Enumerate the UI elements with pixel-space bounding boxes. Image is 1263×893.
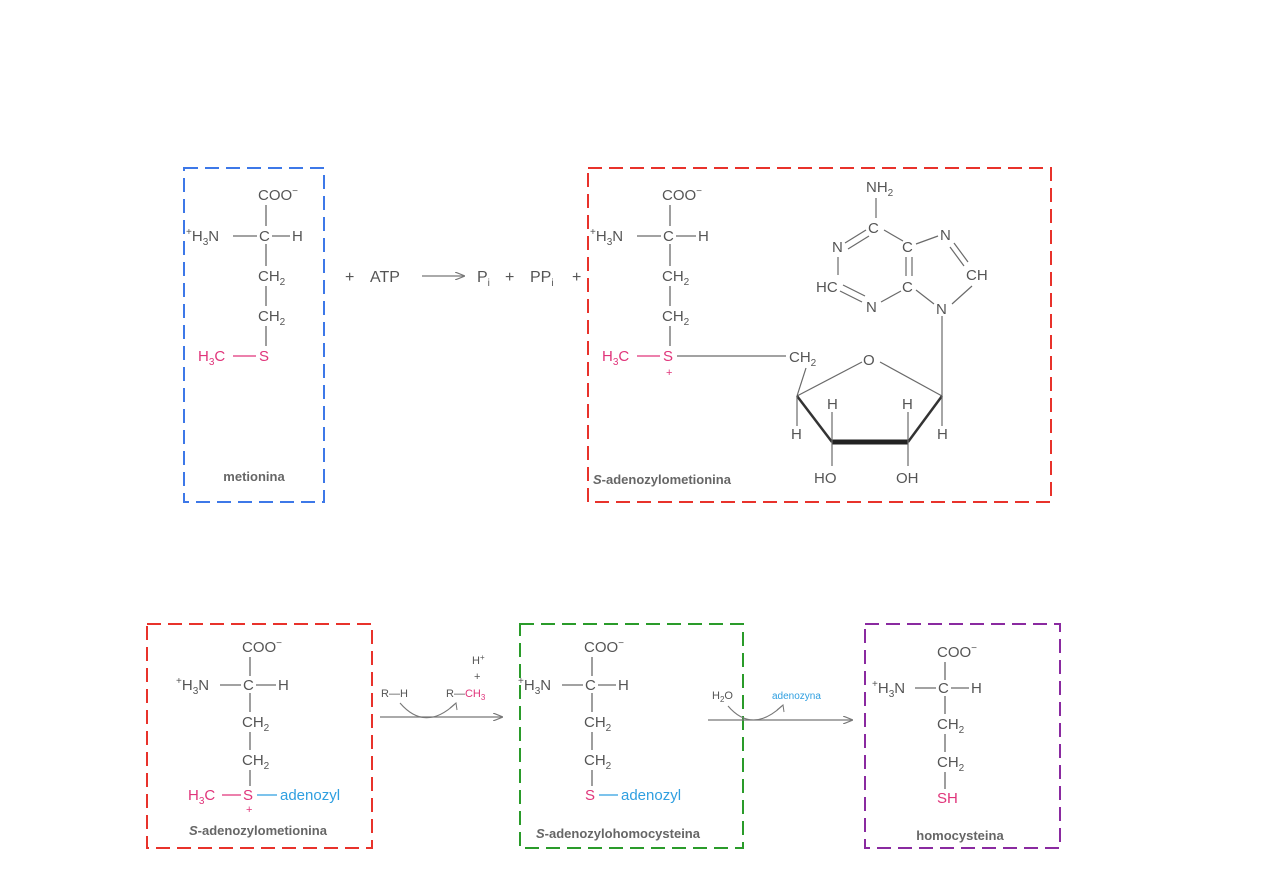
homocysteine-box [864, 623, 1061, 849]
ring-hydrogen: H [791, 426, 802, 443]
sam-top-name: S-adenozylometionina [593, 472, 732, 487]
purine-carbon: C [902, 279, 913, 296]
ring-hydrogen: H [827, 396, 838, 413]
amino-group: +H3N [176, 676, 209, 697]
ch2-gamma: CH2 [258, 308, 286, 328]
purine-nitrogen: N [832, 239, 843, 256]
hydroxyl-2: HO [814, 470, 837, 487]
hc-group: HC [816, 279, 838, 296]
methyl-group: H3C [602, 348, 629, 368]
sam-bottom-box [146, 623, 373, 849]
alpha-carbon: C [938, 680, 949, 697]
hydroxyl-3: OH [896, 470, 919, 487]
alpha-carbon: C [259, 228, 270, 245]
coo-group: COO− [937, 643, 977, 661]
alpha-hydrogen: H [278, 677, 289, 694]
atp-label: ATP [370, 269, 400, 286]
methionine-box [183, 167, 325, 503]
methyl-group: H3C [188, 787, 215, 807]
methylated-acceptor-label: R—CH3 [446, 688, 486, 702]
purine-nitrogen: N [866, 299, 877, 316]
ch2-beta: CH2 [242, 714, 270, 734]
homocysteine-structure: COO− +H3N C H CH2 CH2 SH homocysteina [872, 643, 1004, 843]
plus-sign: + [345, 269, 354, 286]
coo-group: COO− [242, 638, 282, 656]
ring-hydrogen: H [937, 426, 948, 443]
methionine-name: metionina [223, 469, 285, 484]
purine-nitrogen: N [940, 227, 951, 244]
thiol-group: SH [937, 790, 958, 807]
sulfur-atom: S [259, 348, 269, 365]
sam-bottom-name: S-adenozylometionina [189, 823, 328, 838]
sah-box [519, 623, 744, 849]
methionine-structure: COO− +H3N C H CH2 CH2 H3C S metionina [186, 186, 303, 484]
ch2-gamma: CH2 [662, 308, 690, 328]
alpha-carbon: C [663, 228, 674, 245]
amino-group: +H3N [590, 227, 623, 248]
hydrolysis-step: H2O adenozyna [708, 690, 852, 720]
sam-bottom-structure: COO− +H3N C H CH2 CH2 H3C S + adenozyl S… [176, 638, 340, 838]
plus-sign: + [505, 269, 514, 286]
amino-group: +H3N [872, 679, 905, 700]
methyl-group: H3C [198, 348, 225, 368]
proton-plus-sign: + [474, 671, 480, 683]
alpha-carbon: C [243, 677, 254, 694]
ribose-ch2: CH2 [789, 349, 817, 369]
pi-label: Pi [477, 269, 490, 289]
proton-label: H+ [472, 653, 485, 667]
adenosine-label: adenozyna [772, 691, 821, 702]
sam-top-structure: COO− +H3N C H CH2 CH2 H3C S + CH2 O H H … [590, 179, 988, 487]
ch2-beta: CH2 [584, 714, 612, 734]
curved-arrow [727, 705, 783, 721]
ppi-label: PPi [530, 269, 554, 289]
adenosyl-group: adenozyl [280, 787, 340, 804]
coo-group: COO− [662, 186, 702, 204]
sulfonium-charge: + [246, 804, 252, 816]
purine-carbon: C [868, 220, 879, 237]
acceptor-label: R—H [381, 688, 408, 700]
ch2-gamma: CH2 [584, 752, 612, 772]
sam-top-box [587, 167, 1052, 503]
ring-oxygen: O [863, 352, 875, 369]
purine-carbon: C [902, 239, 913, 256]
methyl-transfer-step: R—H R—CH3 H+ + [380, 653, 502, 718]
sulfur-atom: S [585, 787, 595, 804]
alpha-hydrogen: H [618, 677, 629, 694]
coo-group: COO− [258, 186, 298, 204]
ch2-gamma: CH2 [937, 754, 965, 774]
water-label: H2O [712, 690, 733, 704]
purine-nitrogen: N [936, 301, 947, 318]
coo-group: COO− [584, 638, 624, 656]
alpha-hydrogen: H [698, 228, 709, 245]
sah-structure: COO− +H3N C H CH2 CH2 S adenozyl S-adeno… [518, 638, 701, 841]
imidazole-ch: CH [966, 267, 988, 284]
ch2-beta: CH2 [662, 268, 690, 288]
sah-name: S-adenozylohomocysteina [536, 826, 701, 841]
ring-hydrogen: H [902, 396, 913, 413]
alpha-carbon: C [585, 677, 596, 694]
top-reaction: + ATP Pi + PPi + [345, 269, 581, 289]
plus-sign: + [572, 269, 581, 286]
alpha-hydrogen: H [292, 228, 303, 245]
alpha-hydrogen: H [971, 680, 982, 697]
homocysteine-name: homocysteina [916, 828, 1004, 843]
amino-group: +H3N [186, 227, 219, 248]
ch2-beta: CH2 [258, 268, 286, 288]
sulfonium-charge: + [666, 367, 672, 379]
sulfonium-atom: S [243, 787, 253, 804]
ch2-beta: CH2 [937, 716, 965, 736]
adenosyl-group: adenozyl [621, 787, 681, 804]
curved-arrow [399, 702, 456, 719]
sulfonium-atom: S [663, 348, 673, 365]
ch2-gamma: CH2 [242, 752, 270, 772]
amine-group: NH2 [866, 179, 894, 199]
amino-group: +H3N [518, 676, 551, 697]
